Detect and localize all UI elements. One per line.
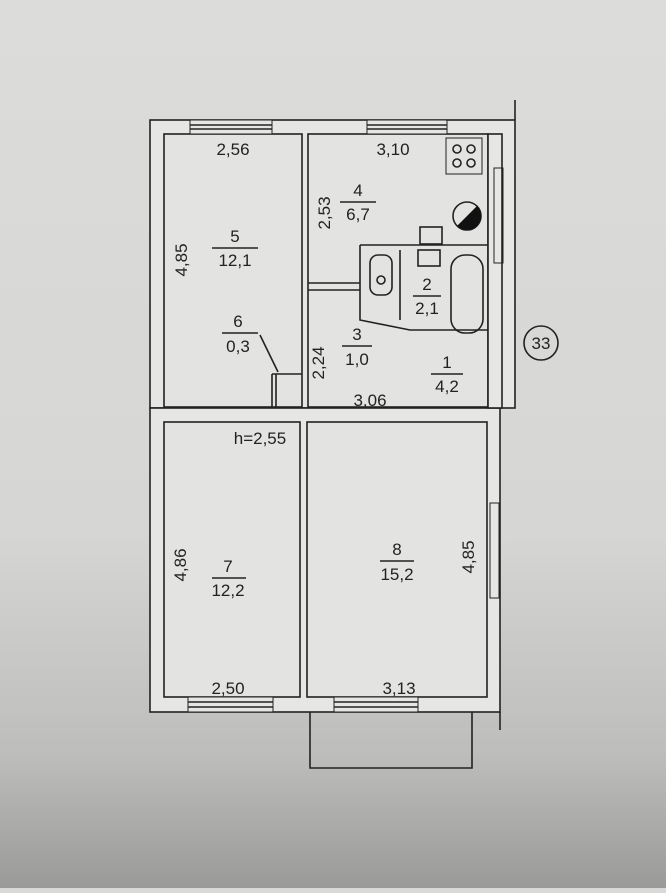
dimension: 2,56: [216, 140, 249, 159]
room-number: 7: [223, 557, 232, 576]
room-area: 0,3: [226, 337, 250, 356]
dimension: 3,10: [376, 140, 409, 159]
window-icon: [187, 119, 504, 713]
dimension: 3,06: [353, 391, 386, 410]
dimension: 4,86: [171, 548, 190, 581]
room-number: 2: [422, 275, 431, 294]
boiler-icon: [452, 201, 482, 231]
sink-icon: [417, 226, 443, 267]
room-number: 4: [353, 181, 362, 200]
room-number: 3: [352, 325, 361, 344]
room-area: 1,0: [345, 350, 369, 369]
dimensions: 2,56 3,10 4,85 2,53 2,24 3,06 h=2,55 4,8…: [171, 140, 478, 698]
room-area: 4,2: [435, 377, 459, 396]
toilet-icon: [369, 254, 393, 296]
room-number: 6: [233, 312, 242, 331]
room-number: 1: [442, 353, 451, 372]
room-area: 6,7: [346, 205, 370, 224]
room-number: 8: [392, 540, 401, 559]
room-area: 2,1: [415, 299, 439, 318]
stove-icon: [445, 137, 483, 175]
room-area: 15,2: [380, 565, 413, 584]
bathtub-icon: [450, 254, 484, 334]
dimension: 2,24: [309, 346, 328, 379]
dimension: 4,85: [459, 540, 478, 573]
dimension: 4,85: [172, 243, 191, 276]
dimension: 2,53: [315, 196, 334, 229]
dimension: 3,13: [382, 679, 415, 698]
walls: [149, 100, 516, 769]
room-number: 5: [230, 227, 239, 246]
apartment-number-circle: [523, 325, 559, 361]
ceiling-height: h=2,55: [234, 429, 286, 448]
dimension: 2,50: [211, 679, 244, 698]
room-labels: 5 12,1 4 6,7 2 2,1 6 0,3 3 1,0 1 4,2 7 1…: [211, 181, 463, 600]
room-area: 12,1: [218, 251, 251, 270]
room-area: 12,2: [211, 581, 244, 600]
apartment-number: 33: [532, 334, 551, 353]
